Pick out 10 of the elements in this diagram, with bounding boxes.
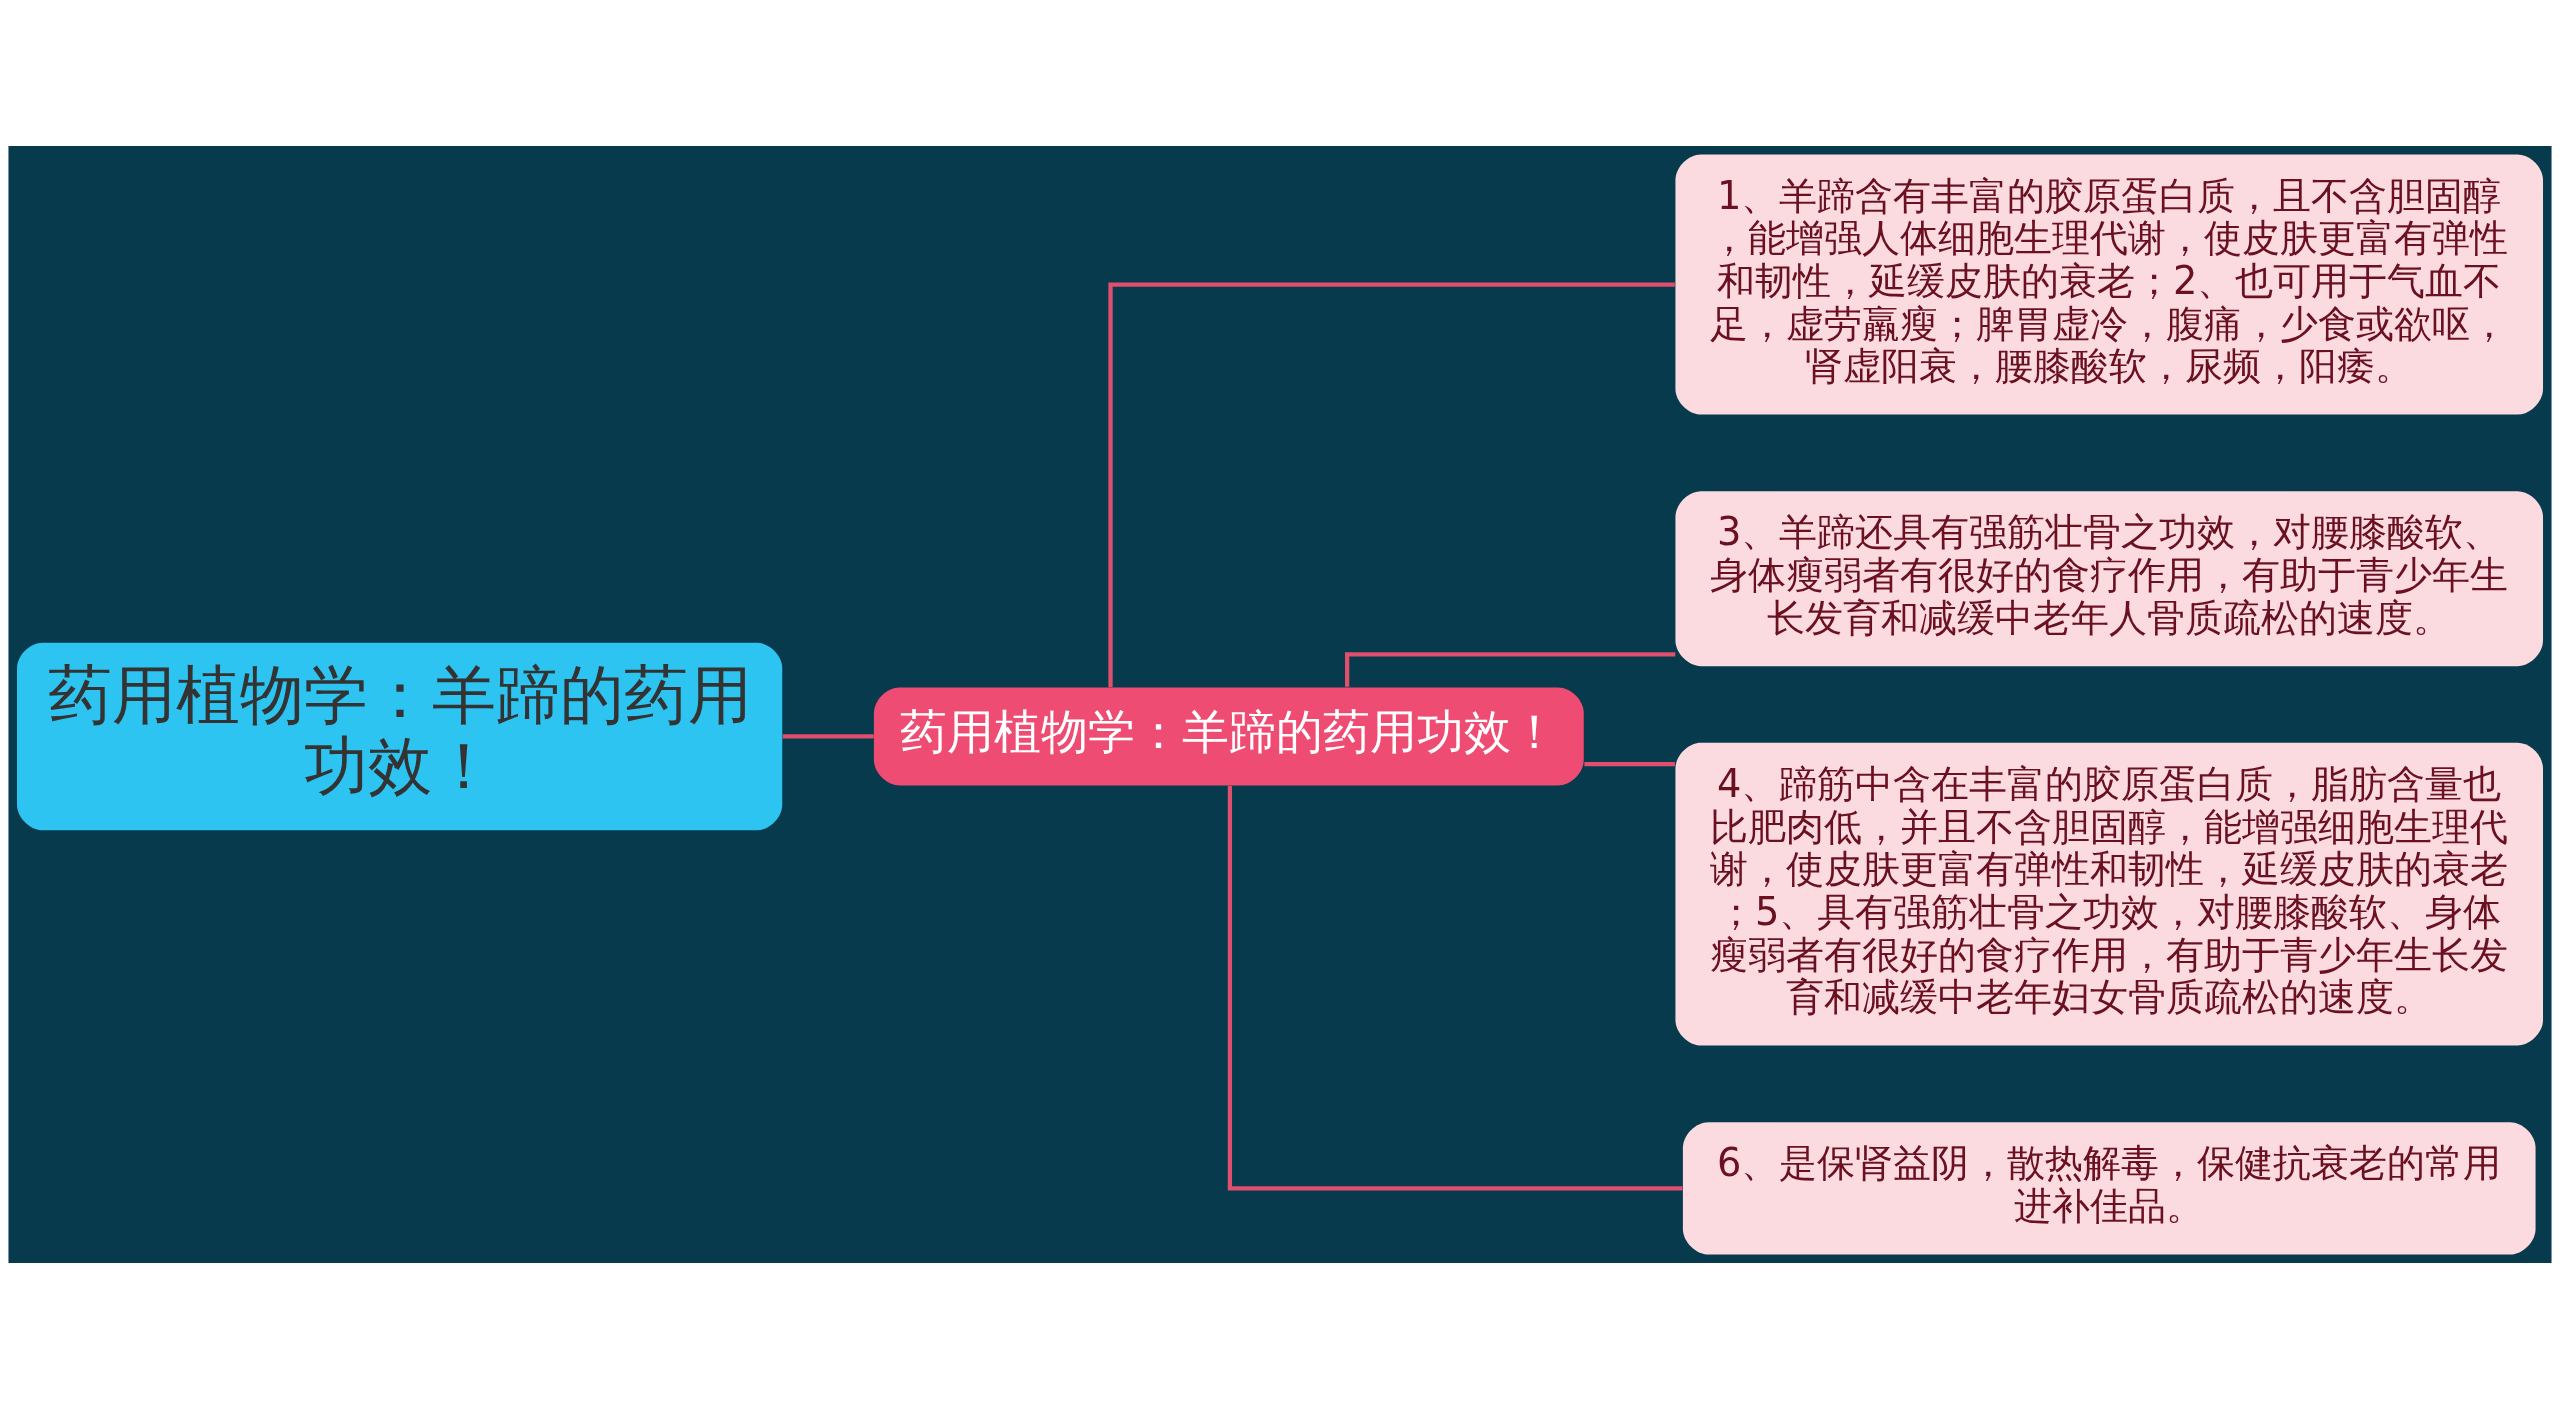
connector <box>782 733 874 739</box>
node-box: 1、羊蹄含有丰富的胶原蛋白质，且不含胆固醇，能增强人体细胞生理代谢，使皮肤更富有弹性和韧性，延缓皮肤的衰老；2、也可用于气血不足，虚劳羸瘦；脾胃虚冷，腹痛，少食或欲呕，肾虚阳衰，腰膝酸软，尿频，阳痿。 <box>1675 154 2543 415</box>
node-box: 药用植物学：羊蹄的药用功效！ <box>873 686 1584 785</box>
connector <box>1584 761 1675 766</box>
node-box: 3、羊蹄还具有强筋壮骨之功效，对腰膝酸软、身体瘦弱者有很好的食疗作用，有助于青少年生长发育和减缓中老年人骨质疏松的速度。 <box>1675 490 2543 666</box>
node-box: 6、是保肾益阴，散热解毒，保健抗衰老的常用进补佳品。 <box>1682 1121 2536 1254</box>
connector <box>1108 281 1675 687</box>
node-box: 药用植物学：羊蹄的药用功效！ <box>17 642 783 830</box>
connector <box>1227 785 1683 1191</box>
node-box: 4、蹄筋中含在丰富的胶原蛋白质，脂肪含量也比肥肉低，并且不含胆固醇，能增强细胞生理代谢，使皮肤更富有弹性和韧性，延缓皮肤的衰老；5、具有强筋壮骨之功效，对腰膝酸软、身体瘦弱者有很好的食疗作用，有助于青少年生长发育和减缓中老年妇女骨质疏松的速度。 <box>1675 742 2543 1046</box>
